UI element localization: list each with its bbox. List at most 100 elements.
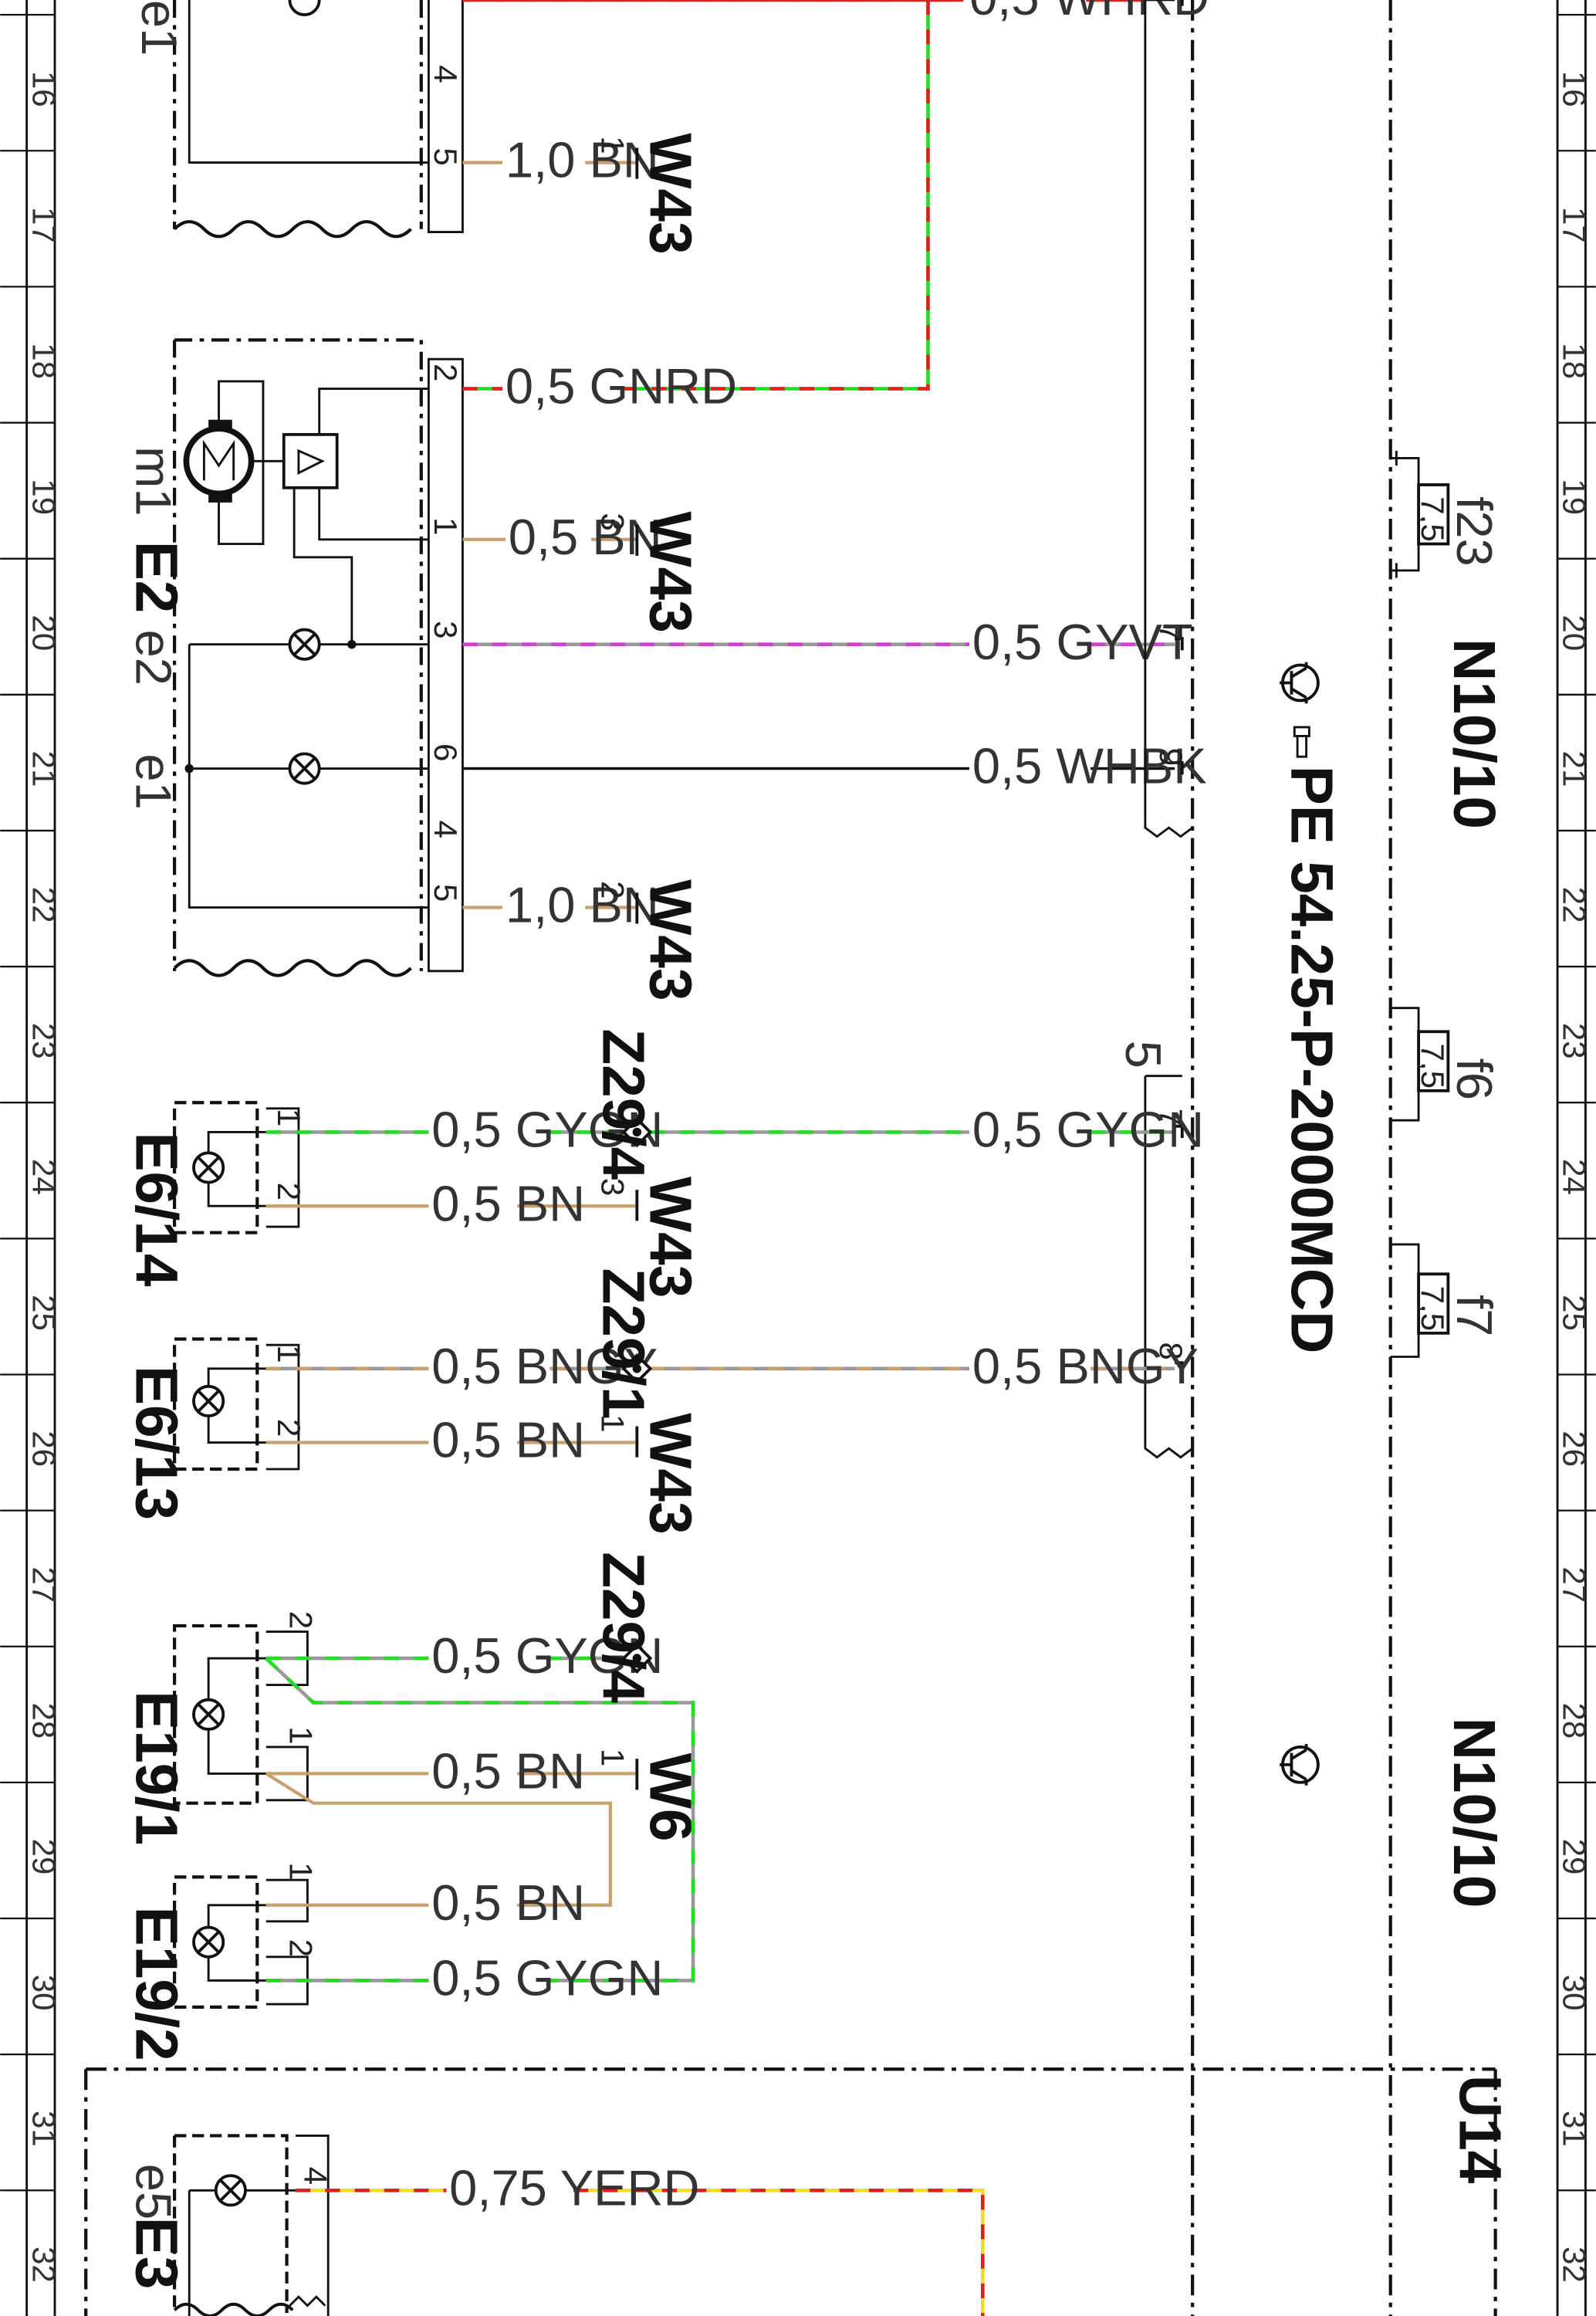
svg-text:1: 1 <box>594 1749 631 1766</box>
wire-yerd <box>296 2188 985 2316</box>
wire-label-whrd: 0,5 WHRD <box>969 0 1209 25</box>
ruler-number: 22 <box>25 887 62 923</box>
pin-label: 4 <box>428 65 464 83</box>
label-e2-lamp: e2 <box>125 630 181 686</box>
label-e3: E3 <box>123 2217 188 2290</box>
ruler-number: 29 <box>25 1839 62 1875</box>
pin-label: 2 <box>271 1419 307 1437</box>
ruler-number: 16 <box>25 71 62 107</box>
transistor-icon <box>1280 1744 1320 1786</box>
n10-pin-stubs <box>1175 0 1184 1375</box>
reference-document: PE 54.25-P-2000MCD <box>1278 766 1344 1354</box>
label-z29-4: Z29/4 <box>590 1552 655 1703</box>
ruler-number: 30 <box>1557 1975 1593 2011</box>
label-e2: E2 <box>123 541 188 614</box>
ruler-number: 28 <box>1557 1702 1593 1739</box>
splice-z29-4-b <box>621 1643 653 1674</box>
ruler-number: 18 <box>1557 343 1593 379</box>
pin-label: 2 <box>271 1183 307 1200</box>
e2-housing <box>172 338 464 977</box>
wire-label-bngy: 0,5 BNGY <box>972 1338 1199 1394</box>
ruler-number: 29 <box>1557 1839 1593 1875</box>
svg-text:9: 9 <box>1153 748 1189 766</box>
svg-text:W43: W43 <box>637 1413 703 1534</box>
svg-text:1: 1 <box>428 517 464 535</box>
wire-bn-e19 <box>265 1772 636 1907</box>
lamp-e19-1 <box>172 1624 309 1805</box>
ruler-number: 23 <box>25 1023 62 1059</box>
ruler-number: 31 <box>25 2111 62 2147</box>
module-label-n10: N10/10 <box>1441 638 1506 829</box>
fuse-label-f7: f7 <box>1446 1295 1503 1336</box>
right-ruler <box>1556 0 1587 2316</box>
svg-text:1: 1 <box>594 1414 631 1432</box>
svg-text:3: 3 <box>594 513 631 530</box>
ruler-number: 17 <box>25 207 62 243</box>
svg-text:3: 3 <box>428 621 464 638</box>
top-component <box>172 0 464 239</box>
svg-text:4: 4 <box>428 821 464 838</box>
n10-connector <box>1144 0 1194 1459</box>
ruler-number: 31 <box>1557 2111 1593 2147</box>
ruler-number: 25 <box>25 1295 62 1331</box>
wire-label-gyvt: 0,5 GYVT <box>972 614 1193 670</box>
svg-text:5: 5 <box>1115 1041 1172 1068</box>
ruler-number: 30 <box>25 1975 62 2011</box>
label-e1-lamp: e1 <box>125 753 181 809</box>
lamp-e6-14 <box>172 1101 300 1234</box>
wire-label-bn-10: 1,0 BN <box>506 132 659 188</box>
fuse-label-f23: f23 <box>1446 496 1503 566</box>
svg-text:W43: W43 <box>637 1177 703 1298</box>
label-e5: e5 <box>125 2164 181 2220</box>
svg-text:5: 5 <box>428 884 464 902</box>
lamp-e19-2 <box>172 1875 309 2009</box>
svg-text:7: 7 <box>1153 1109 1189 1126</box>
splice-z29-4 <box>621 1116 653 1148</box>
ruler-number: 28 <box>25 1702 62 1739</box>
ruler-number: 16 <box>1557 71 1593 107</box>
ruler-number: 32 <box>25 2247 62 2283</box>
label-top-e1: e1 <box>131 0 188 56</box>
ruler-number: 24 <box>25 1159 62 1195</box>
label-z29-1: Z29/1 <box>590 1268 655 1420</box>
ruler-number: 23 <box>1557 1023 1593 1059</box>
pin-label: 2 <box>282 1939 319 1957</box>
label-e19-1: E19/1 <box>123 1691 188 1845</box>
pin-label: 2 <box>282 1611 319 1629</box>
ruler-number: 27 <box>1557 1566 1593 1603</box>
svg-text:2: 2 <box>428 364 464 381</box>
svg-text:6: 6 <box>428 743 464 761</box>
wire-whrd <box>462 0 1145 391</box>
label-e6-13: E6/13 <box>123 1366 188 1520</box>
fuse-f6 <box>1390 1007 1450 1122</box>
svg-text:1: 1 <box>594 136 631 154</box>
ruler-number: 25 <box>1557 1295 1593 1331</box>
svg-text:7: 7 <box>1153 624 1189 642</box>
ruler-number: 21 <box>1557 751 1593 787</box>
transistor-icon <box>1280 662 1320 704</box>
fuse-rating-f6: 7,5 <box>1415 1044 1451 1089</box>
wire-label-bn-05: 0,5 BN <box>431 1175 585 1231</box>
splice-z29-1 <box>621 1353 653 1384</box>
pin-label: 1 <box>271 1345 307 1363</box>
label-z29-4: Z29/4 <box>590 1028 655 1180</box>
module-label-u14: U14 <box>1447 2075 1513 2184</box>
wire-label-gygn: 0,5 GYGN <box>972 1102 1204 1158</box>
ruler-number: 19 <box>1557 479 1593 515</box>
left-ruler <box>25 0 56 2316</box>
wire-label-gnrd: 0,5 GNRD <box>506 358 737 415</box>
pin-label: 4 <box>298 2167 334 2185</box>
ruler-number: 21 <box>25 751 62 787</box>
lamp-e6-13 <box>172 1337 300 1471</box>
lamp-e1 <box>189 752 429 785</box>
ruler-number: 20 <box>1557 615 1593 651</box>
ruler-number: 20 <box>25 615 62 651</box>
pin-label: 1 <box>271 1109 307 1126</box>
svg-text:3: 3 <box>594 1178 631 1196</box>
module-label-n10: N10/10 <box>1441 1718 1506 1908</box>
ruler-number: 24 <box>1557 1159 1593 1195</box>
svg-text:2: 2 <box>594 881 631 899</box>
svg-text:8: 8 <box>1153 1342 1189 1359</box>
fuse-f7 <box>1390 1243 1450 1358</box>
lamp-e2 <box>188 628 429 909</box>
